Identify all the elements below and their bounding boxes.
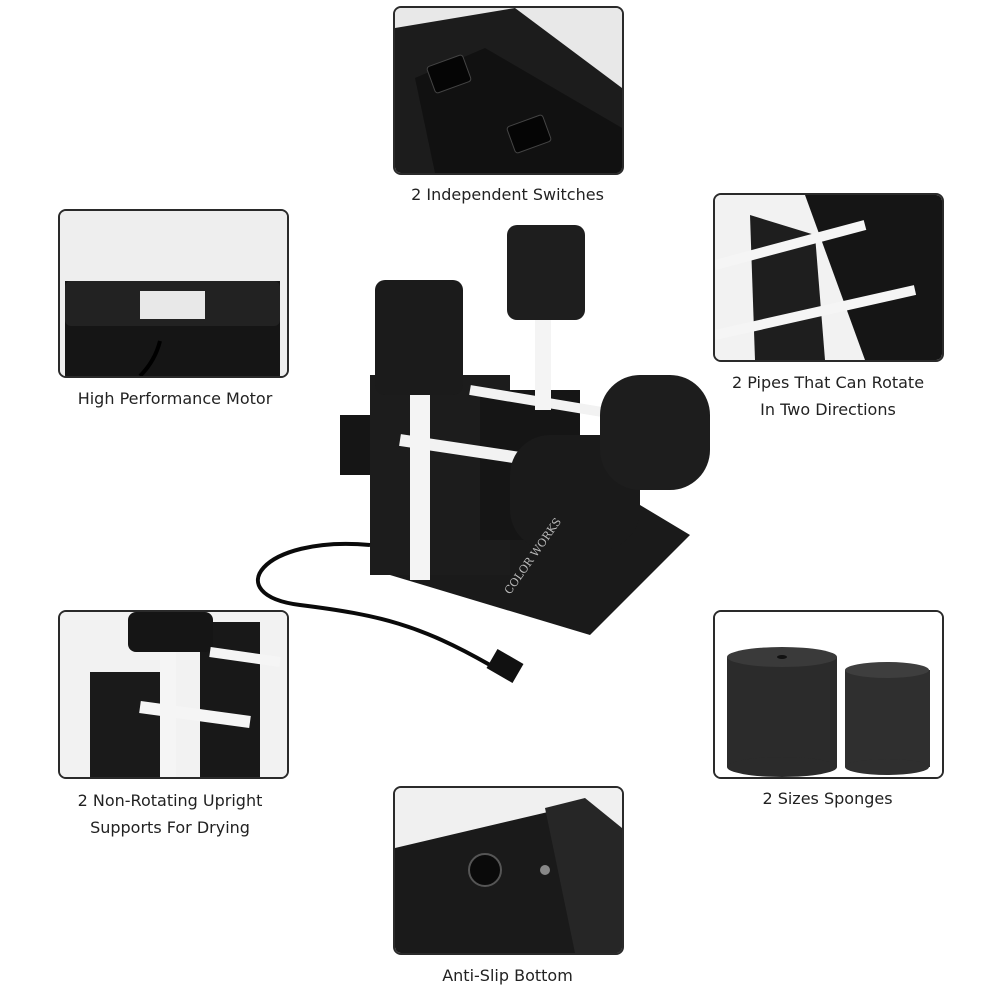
bottom-caption: Anti-Slip Bottom <box>442 966 573 985</box>
motor-detail-image <box>58 209 289 378</box>
uprights-caption-line-1: 2 Non-Rotating Upright <box>77 791 263 810</box>
sponges-detail-image <box>713 610 944 779</box>
cup-turner-product-image: COLOR WORKS <box>255 225 710 684</box>
pipes-caption: 2 Pipes That Can Rotate In Two Direction… <box>700 369 956 423</box>
pipes-caption-line-2: In Two Directions <box>760 400 896 419</box>
uprights-detail-image <box>58 610 289 779</box>
pipes-detail-image <box>713 193 944 362</box>
uprights-caption-line-2: Supports For Drying <box>90 818 250 837</box>
bottom-detail-image <box>393 786 624 955</box>
uprights-caption: 2 Non-Rotating Upright Supports For Dryi… <box>30 787 310 841</box>
motor-caption: High Performance Motor <box>77 389 273 408</box>
switches-detail-image <box>393 6 624 175</box>
switches-caption: 2 Independent Switches <box>411 185 604 204</box>
sponges-caption: 2 Sizes Sponges <box>762 789 893 808</box>
pipes-caption-line-1: 2 Pipes That Can Rotate <box>731 373 925 392</box>
